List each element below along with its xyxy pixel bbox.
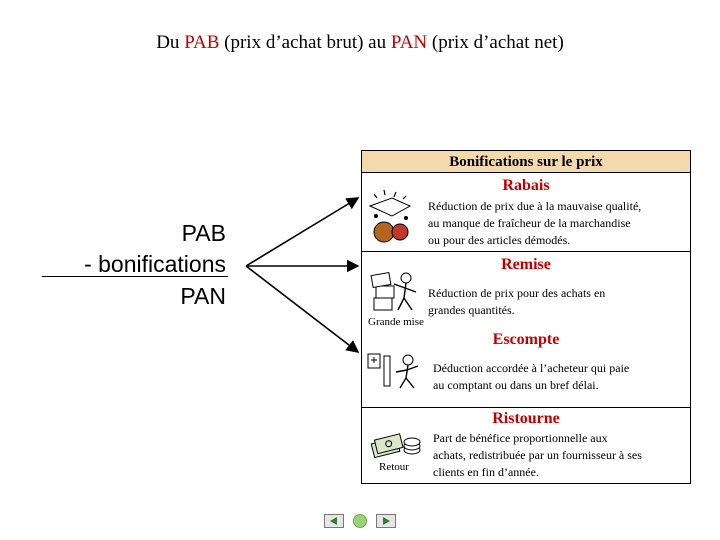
section-title-ristourne: Ristourne (492, 410, 560, 427)
section-title-escompte: Escompte (492, 331, 560, 348)
section-text-remise: Réduction de prix pour des achats en gra… (428, 285, 605, 319)
next-slide-button[interactable] (376, 514, 396, 528)
section-text-escompte: Déduction accordée à l’acheteur qui paie… (433, 360, 629, 394)
cash-payment-icon (367, 353, 419, 389)
text-line: au manque de fraîcheur de la marchandise (428, 216, 631, 230)
text-line: ou pour des articles démodés. (428, 233, 571, 247)
home-button[interactable] (353, 514, 367, 528)
arrow-right-icon (383, 517, 390, 525)
text-line: Réduction de prix pour des achats en (428, 286, 606, 300)
stacked-boxes-icon (370, 271, 417, 311)
caption-grande-mise: Grande mise (368, 316, 424, 328)
title-pan: PAN (390, 32, 428, 53)
damaged-goods-icon (368, 189, 412, 243)
title-part1: Du (156, 32, 185, 53)
calc-line-pan: PAN (180, 283, 226, 309)
arrow-left-icon (330, 517, 337, 525)
calc-line-pab: PAB (181, 220, 226, 246)
panel-header: Bonifications sur le prix (362, 151, 690, 173)
calc-underline (42, 276, 228, 277)
section-text-ristourne: Part de bénéfice proportionnelle aux ach… (433, 430, 642, 481)
section-text-rabais: Réduction de prix due à la mauvaise qual… (428, 198, 641, 249)
text-line: Déduction accordée à l’acheteur qui paie (433, 361, 630, 375)
section-title-remise: Remise (501, 256, 551, 273)
title-part3: (prix d’achat net) (427, 32, 564, 53)
caption-retour: Retour (379, 461, 409, 473)
text-line: Part de bénéfice proportionnelle aux (433, 431, 608, 445)
title-part2: (prix d’achat brut) au (219, 32, 391, 53)
text-line: au comptant ou dans un bref délai. (433, 378, 599, 392)
text-line: Réduction de prix due à la mauvaise qual… (428, 199, 642, 213)
text-line: grandes quantités. (428, 303, 515, 317)
text-line: clients en fin d’année. (433, 465, 539, 479)
section-divider (361, 407, 691, 408)
money-stack-icon (370, 433, 421, 459)
bonifications-panel (361, 150, 691, 484)
calc-line-bonifications: - bonifications (84, 251, 226, 277)
slide-title: Du PAB (prix d’achat brut) au PAN (prix … (0, 32, 720, 54)
section-title-rabais: Rabais (502, 177, 550, 194)
title-pab: PAB (184, 32, 220, 53)
prev-slide-button[interactable] (324, 514, 344, 528)
section-divider (361, 251, 691, 252)
text-line: achats, redistribuée par un fournisseur … (433, 448, 642, 462)
